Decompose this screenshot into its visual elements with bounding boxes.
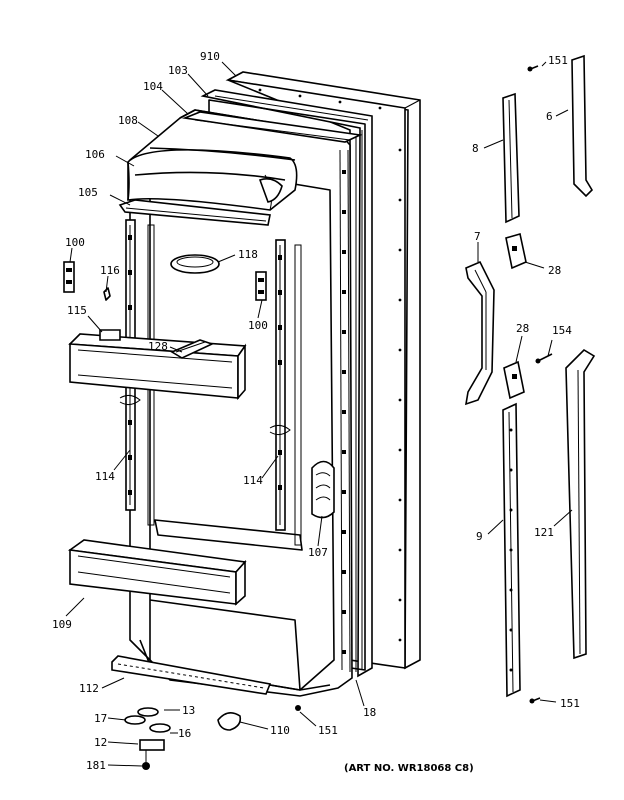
- leader-lines: [65, 61, 573, 767]
- label-181: 181: [86, 759, 106, 772]
- label-109: 109: [52, 618, 72, 631]
- label-6: 6: [546, 110, 553, 123]
- screw-154: [535, 353, 553, 364]
- label-7: 7: [474, 230, 481, 243]
- handle-mount-top: [502, 92, 520, 224]
- handle-cap-upper: [505, 232, 527, 270]
- label-910: 910: [200, 50, 220, 63]
- handle-trim-top: [571, 54, 594, 198]
- label-110: 110: [270, 724, 290, 737]
- label-9: 9: [476, 530, 483, 543]
- label-28-lower: 28: [516, 322, 529, 335]
- shelf-bracket-left: [63, 261, 75, 293]
- upper-door-bin: [68, 329, 247, 401]
- label-116: 116: [100, 264, 120, 277]
- label-28-upper: 28: [548, 264, 561, 277]
- label-151-bottom-center: 151: [318, 724, 338, 737]
- feature-module: [311, 460, 335, 519]
- callout-labels: 910 103 104 108 106 105 100 116 118 100 …: [52, 50, 580, 774]
- label-13: 13: [182, 704, 195, 717]
- label-100-right: 100: [248, 319, 268, 332]
- door-handle: [464, 260, 495, 406]
- shelf-bracket-right: [255, 271, 267, 301]
- cam-part: [217, 712, 242, 731]
- label-105: 105: [78, 186, 98, 199]
- label-107: 107: [308, 546, 328, 559]
- bottom-trim: [111, 655, 272, 695]
- shelf-rail-right: [269, 239, 291, 531]
- label-12: 12: [94, 736, 107, 749]
- screw-151-bottom: [529, 697, 541, 704]
- label-121: 121: [534, 526, 554, 539]
- bottom-hinge-parts: [124, 707, 171, 770]
- art-number: (ART NO. WR18068 C8): [344, 763, 474, 774]
- label-115: 115: [67, 304, 87, 317]
- dairy-retainer-bar: [118, 199, 271, 226]
- label-100-left: 100: [65, 236, 85, 249]
- egg-butter-tray: [170, 254, 220, 274]
- label-8: 8: [472, 142, 479, 155]
- label-18: 18: [363, 706, 376, 719]
- label-103: 103: [168, 64, 188, 77]
- small-clip: [103, 287, 111, 301]
- label-151-bottom-right: 151: [560, 697, 580, 710]
- panel-holes: [258, 88, 402, 642]
- top-cap-bracket: [181, 111, 363, 143]
- handle-trim-bottom: [565, 348, 596, 660]
- label-112: 112: [79, 682, 99, 695]
- screw-151-top: [527, 65, 539, 72]
- label-118: 118: [238, 248, 258, 261]
- screw-bottom: [295, 705, 301, 711]
- label-104: 104: [143, 80, 163, 93]
- label-128: 128: [148, 340, 168, 353]
- liner-dots: [342, 170, 346, 654]
- label-108: 108: [118, 114, 138, 127]
- lower-door-bin: [67, 539, 247, 606]
- bin-divider: [170, 339, 215, 359]
- label-114-left: 114: [95, 470, 115, 483]
- label-16: 16: [178, 727, 191, 740]
- label-17: 17: [94, 712, 107, 725]
- dairy-compartment-door: [127, 147, 298, 211]
- handle-cap-lower: [503, 360, 525, 400]
- label-106: 106: [85, 148, 105, 161]
- label-154: 154: [552, 324, 572, 337]
- label-114-right: 114: [243, 474, 263, 487]
- handle-mount-bottom: [502, 402, 521, 698]
- label-151-top: 151: [548, 54, 568, 67]
